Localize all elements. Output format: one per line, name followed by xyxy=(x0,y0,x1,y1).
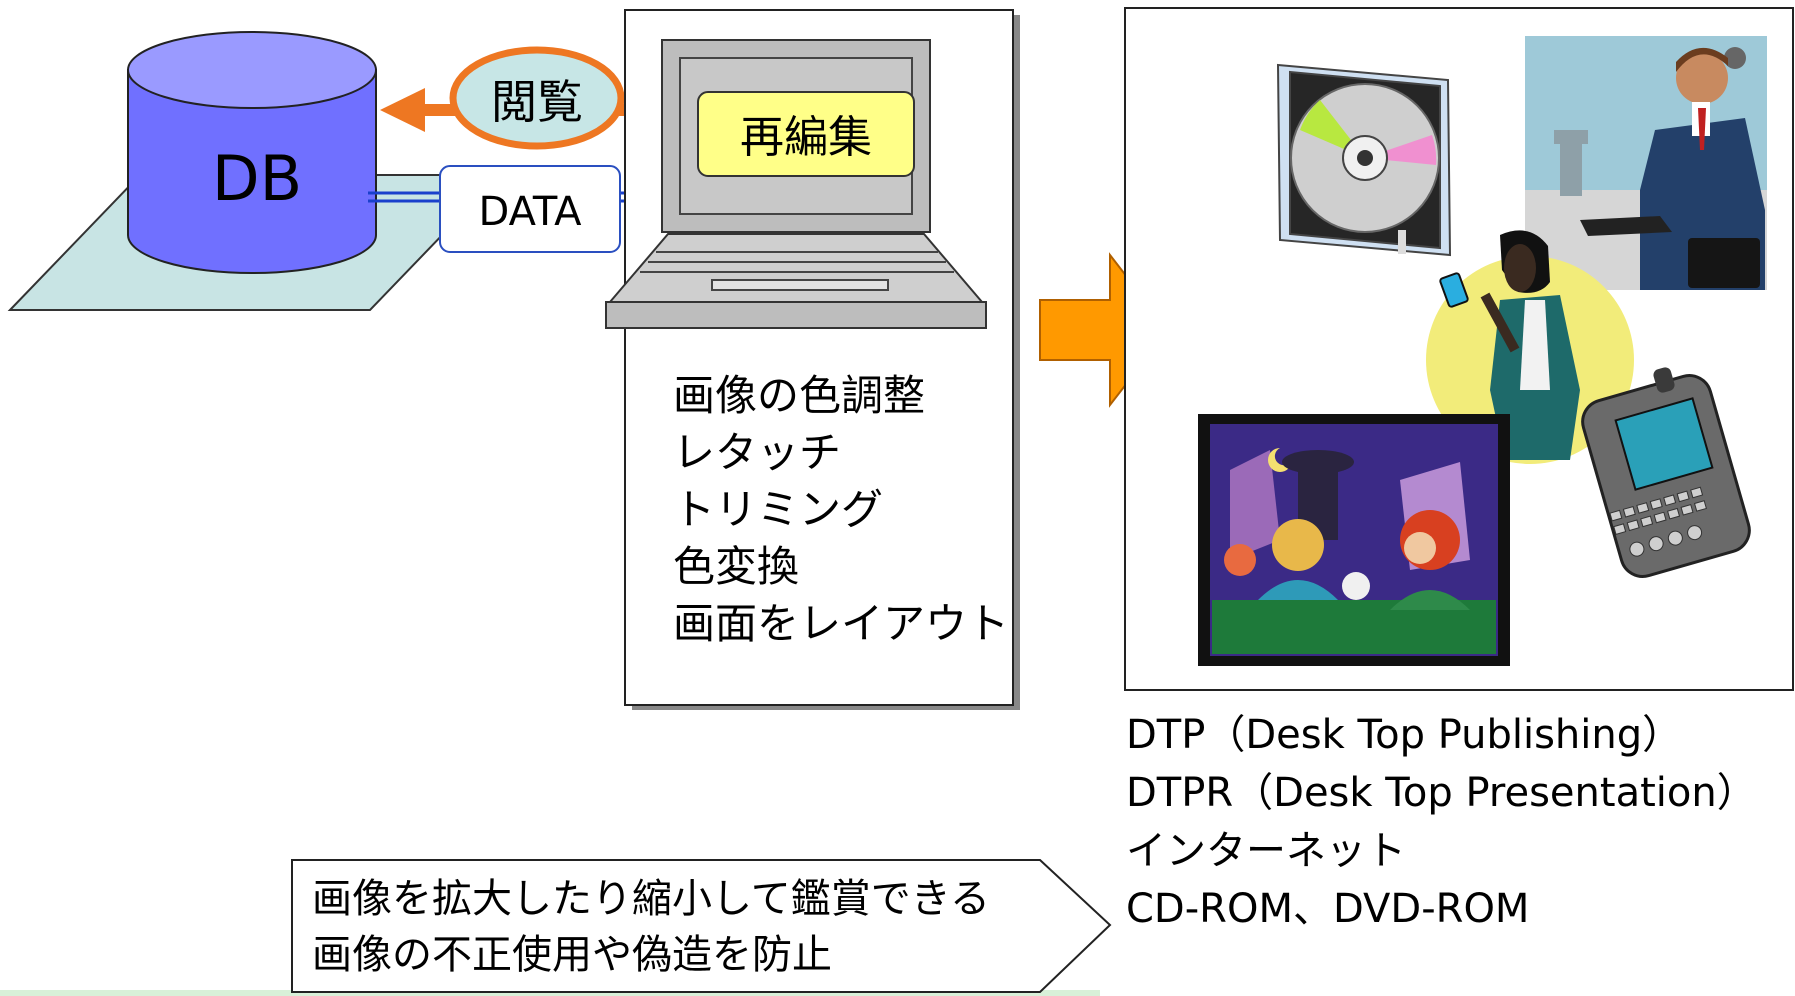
cd-case-icon xyxy=(1276,63,1452,257)
theater-audience-icon xyxy=(1198,414,1510,666)
reedit-box xyxy=(697,91,915,177)
database-icon xyxy=(127,31,377,274)
edit-task-3: トリミング xyxy=(673,485,883,534)
reedit-label: 再編集 xyxy=(740,112,872,163)
output-item-2: DTPR（Desk Top Presentation） xyxy=(1126,770,1757,816)
output-item-4: CD-ROM、DVD-ROM xyxy=(1126,886,1529,932)
callout-box xyxy=(291,859,1112,993)
woman-phone-icon xyxy=(1426,230,1634,464)
businessman-laptop-icon xyxy=(1525,36,1767,290)
browse-bubble xyxy=(449,46,625,150)
callout-line-1: 画像を拡大したり縮小して鑑賞できる xyxy=(312,876,990,922)
edit-task-4: 色変換 xyxy=(673,542,799,591)
browse-arrow-head xyxy=(380,88,425,132)
output-item-1: DTP（Desk Top Publishing） xyxy=(1126,712,1682,758)
db-label: DB xyxy=(212,142,302,215)
data-label: DATA xyxy=(478,189,582,235)
browse-label: 閲覧 xyxy=(491,75,583,129)
callout-line-2: 画像の不正使用や偽造を防止 xyxy=(312,932,832,978)
laptop-icon xyxy=(605,39,987,329)
edit-task-1: 画像の色調整 xyxy=(673,371,925,420)
pda-icon xyxy=(1581,367,1751,578)
output-item-3: インターネット xyxy=(1126,828,1406,874)
edit-task-5: 画面をレイアウト xyxy=(673,599,1009,648)
data-box xyxy=(439,165,621,253)
edit-task-2: レタッチ xyxy=(673,428,841,477)
